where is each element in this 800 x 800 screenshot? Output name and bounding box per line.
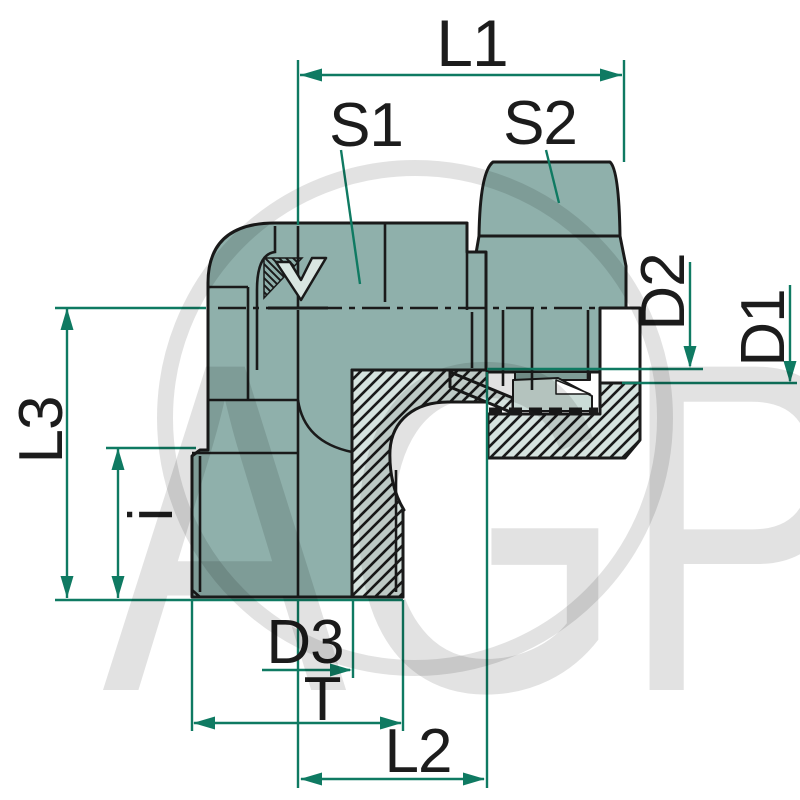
watermark-ring bbox=[157, 160, 673, 676]
dim-label-s1: S1 bbox=[329, 91, 403, 160]
section-hatch-body bbox=[350, 368, 489, 599]
dim-label-i: i bbox=[117, 509, 186, 522]
dim-label-l3: L3 bbox=[7, 397, 76, 464]
dim-label-l2: L2 bbox=[385, 717, 452, 786]
section-hatch-nut bbox=[486, 381, 642, 460]
detail-lines bbox=[191, 222, 640, 598]
watermark: AGP bbox=[102, 160, 800, 790]
surface-symbol bbox=[263, 256, 328, 302]
fitting-body-group bbox=[190, 160, 642, 599]
dim-label-s2: S2 bbox=[503, 89, 577, 158]
watermark-text: AGP bbox=[102, 265, 800, 790]
dim-label-d2: D2 bbox=[629, 253, 698, 330]
dim-label-t: T bbox=[304, 665, 341, 734]
elbow-body bbox=[190, 221, 488, 599]
dim-label-d3: D3 bbox=[266, 608, 343, 677]
dim-label-d1: D1 bbox=[729, 289, 798, 366]
cutting-ring-highlight bbox=[555, 379, 591, 395]
dim-label-l1: L1 bbox=[436, 6, 507, 80]
dimension-labels: L1 S1 S2 D2 D1 L3 i D3 T L2 bbox=[7, 6, 798, 786]
dimension-lines bbox=[55, 60, 797, 788]
dimension-arrowheads bbox=[60, 68, 797, 786]
